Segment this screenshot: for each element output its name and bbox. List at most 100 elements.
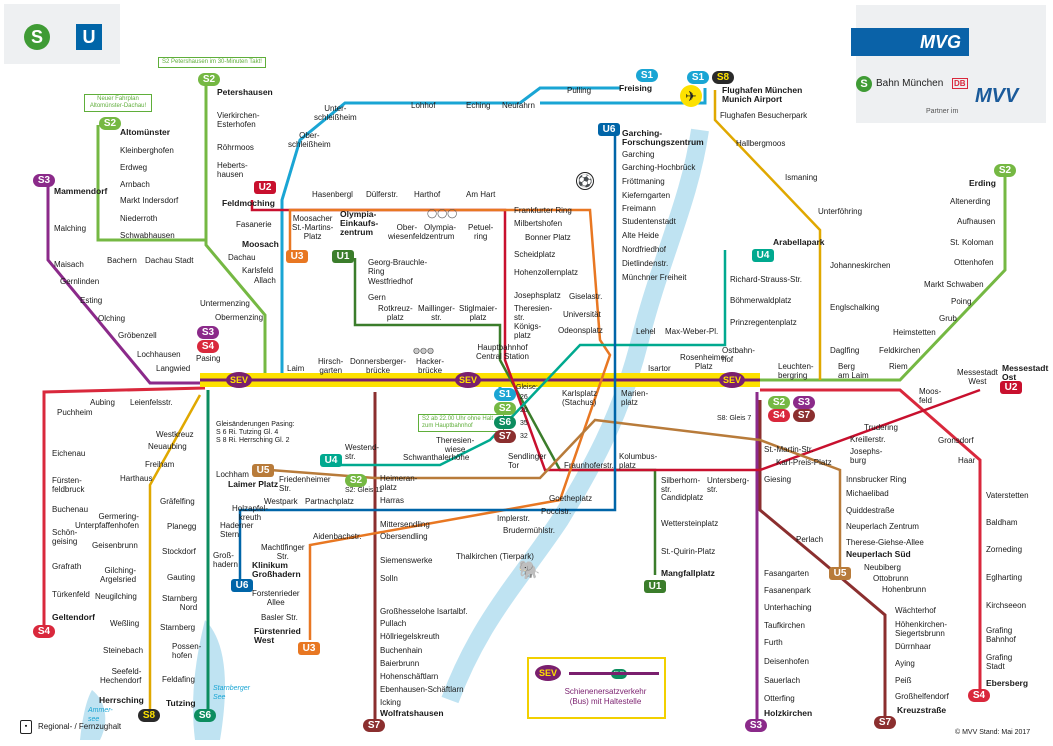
badge-s4-ebersberg: S4 [968,689,990,702]
station-wettersteinplatz: Wettersteinplatz [661,519,719,528]
track-32: 32 [520,433,528,440]
station-fuerstenfeldbruck: Fürsten- feldbruck [52,476,85,494]
station-partnachplatz: Partnachplatz [305,497,354,506]
station-boehmerwaldplatz: Böhmerwaldplatz [730,296,792,305]
station-herrsching: Herrsching [99,695,144,705]
legend-stand: © MVV Stand: Mai 2017 [955,729,1031,736]
partner-logo-box [856,5,1046,123]
station-hebertshausen: Heberts- hausen [217,161,248,179]
badge-s8-herrsching: S8 [138,709,160,722]
station-leienfelsstr: Leienfelsstr. [130,398,173,407]
station-berg-am-laim: Berg am Laim [838,362,869,380]
station-mammendorf: Mammendorf [54,186,108,196]
station-kieferngarten: Kieferngarten [622,191,671,200]
station-lochham: Lochham [216,470,249,479]
station-neuaubing: Neuaubing [148,442,187,451]
badge-u3-fuerstenried: U3 [298,642,320,655]
station-tuerkenfeld: Türkenfeld [52,590,90,599]
station-nordfriedhof: Nordfriedhof [622,245,667,254]
station-karlsfeld: Karlsfeld [242,266,274,275]
station-theresienstr: Theresien- str. [514,304,553,322]
station-ottenhofen: Ottenhofen [954,258,994,267]
sev-marker-pasing: SEV [226,372,252,388]
station-puchheim: Puchheim [57,408,93,417]
badge-u1-olympia: U1 [332,250,354,263]
bahn-label: Bahn München [876,78,944,89]
station-holzapfelkreuth: Holzapfel- kreuth [232,504,269,522]
station-daglfing: Daglfing [830,346,860,355]
s4-east [760,388,982,695]
note-pasing-gleise-1: Gleisänderungen Pasing: [216,421,295,428]
station-hallbergmoos: Hallbergmoos [736,139,786,148]
station-dachau: Dachau [228,253,256,262]
station-fasanerie: Fasanerie [236,220,272,229]
station-peiss: Peiß [895,676,912,685]
badge-u4-arabellapark: U4 [752,249,774,262]
s-u-logo-box [4,4,120,64]
station-sauerlach: Sauerlach [764,676,801,685]
airport-icon: ✈ [680,85,702,107]
station-westpark: Westpark [264,497,298,506]
station-dietlindenstr: Dietlindenstr. [622,259,669,268]
station-quiddestr: Quiddestraße [846,506,895,515]
station-neubiberg: Neubiberg [864,563,901,572]
station-am-hart: Am Hart [466,190,496,199]
s1-airport [540,88,707,105]
station-josephsburg: Josephs- burg [850,447,883,465]
station-aufhausen: Aufhausen [957,217,996,226]
station-maisach: Maisach [54,260,84,269]
station-messestadt-west: Messestadt West [957,368,998,386]
note-pasing-gleise-2: S 6 Ri. Tutzing Gl. 4 [216,429,279,436]
station-neuperlach-sued: Neuperlach Süd [846,549,911,559]
station-wolfratshausen: Wolfratshausen [380,708,444,718]
station-universitaet: Universität [563,310,601,319]
station-baldham: Baldham [986,518,1018,527]
station-holzkirchen: Holzkirchen [764,708,813,718]
olympic-rings-icon: ◯◯◯ [427,208,458,218]
station-ebenhausen: Ebenhausen-Schäftlarn [380,685,464,694]
station-hackerbruecke: Hacker- brücke [416,357,445,375]
station-unterhaching: Unterhaching [764,603,812,612]
station-ottobrunn: Ottobrunn [873,574,909,583]
station-muenchner-freiheit: Münchner Freiheit [622,273,687,282]
station-moosfeld: Moos- feld [919,387,942,405]
station-hohenbrunn: Hohenbrunn [882,585,927,594]
ammersee [80,690,106,740]
station-furth: Furth [764,638,783,647]
station-st-martin: St.-Martin-Str. [764,445,814,454]
u2-line [250,200,981,472]
station-petuelring: Petuel- ring [468,223,494,241]
station-baierbrunn: Baierbrunn [380,659,420,668]
s2-line-east [760,170,1007,382]
s4-west [42,386,206,630]
s8-south [148,394,202,715]
station-esting: Esting [80,296,103,305]
station-possenhofen: Possen- hofen [172,642,202,660]
badge-u4-westend: U4 [320,454,342,467]
badge-s4-pasing: S4 [197,340,219,353]
station-wessling: Weßling [110,619,140,628]
station-milbertshofen: Milbertshofen [514,219,563,228]
station-theresienwiese: Theresien- wiese [436,436,475,454]
station-moosach: Moosach [242,239,279,249]
station-hohenzollernplatz: Hohenzollernplatz [514,268,579,277]
mvg-logo: MVG [851,28,969,56]
station-riem: Riem [889,362,908,371]
station-koenigsplatz: Königs- platz [514,322,542,340]
station-klinikum: Klinikum Großhadern [252,560,301,579]
station-forstenrieder-allee: Forstenrieder Allee [252,589,300,607]
station-laim: Laim [287,364,305,373]
station-perlach: Perlach [796,535,824,544]
station-westendstr: Westend- str. [345,443,380,461]
ubahn-logo: U [76,24,102,50]
badge-u2-messestadt: U2 [1000,381,1022,394]
station-bonner-platz: Bonner Platz [525,233,571,242]
station-moosacher: Moosacher St.-Martins- Platz [292,214,334,241]
station-hohenschaeftlarn: Hohenschäftlarn [380,672,439,681]
station-donnersbergerbruecke: Donnersberger- brücke [350,357,407,375]
station-seefeld: Seefeld- Hechendorf [100,667,142,685]
station-roehrmoos: Röhrmoos [217,143,254,152]
station-karlsplatz: Karlsplatz (Stachus) [562,389,598,407]
station-studentenstadt: Studentenstadt [622,217,676,226]
station-poing: Poing [951,297,972,306]
